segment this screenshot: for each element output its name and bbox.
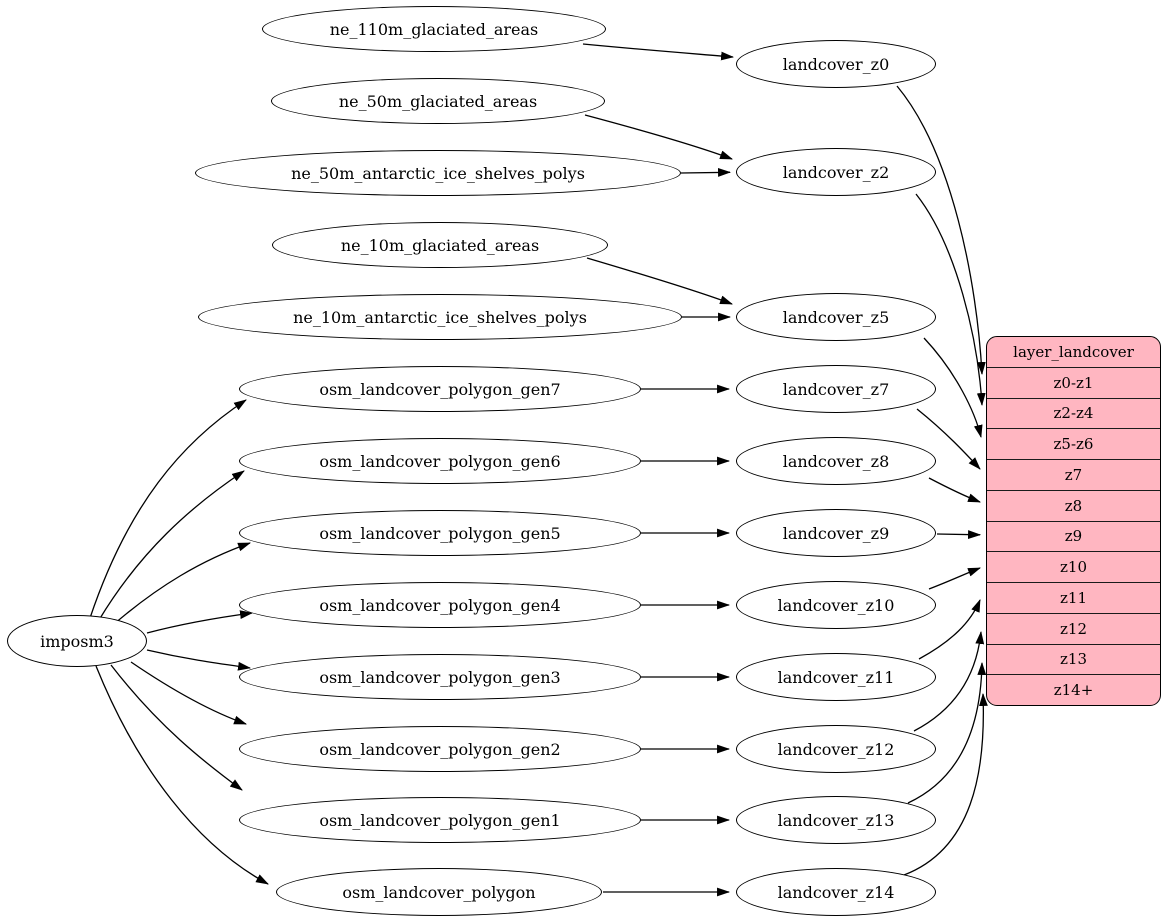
- edge-ne110m-z0: [582, 43, 735, 61]
- node-label: osm_landcover_polygon_gen4: [319, 595, 561, 615]
- node-osm-landcover-polygon-gen4: osm_landcover_polygon_gen4: [239, 582, 641, 628]
- node-landcover-z12: landcover_z12: [736, 725, 936, 773]
- node-imposm3: imposm3: [7, 615, 147, 667]
- node-label: ne_50m_antarctic_ice_shelves_polys: [291, 163, 585, 183]
- layer-table-row-z12: z12: [987, 612, 1160, 644]
- layer-table-header: layer_landcover: [1013, 342, 1134, 361]
- edge-z11-row: [918, 599, 981, 660]
- node-osm-landcover-polygon-gen5: osm_landcover_polygon_gen5: [239, 510, 641, 556]
- layer-table-row-z2-z4: z2-z4: [987, 397, 1160, 429]
- node-landcover-z10: landcover_z10: [736, 581, 936, 629]
- layer-table-row-z5-z6: z5-z6: [987, 428, 1160, 459]
- node-osm-landcover-polygon-gen6: osm_landcover_polygon_gen6: [239, 438, 641, 484]
- node-ne-50m-glaciated-areas: ne_50m_glaciated_areas: [271, 78, 605, 124]
- edge-z13-row: [907, 661, 987, 804]
- node-osm-landcover-polygon-gen2: osm_landcover_polygon_gen2: [239, 726, 641, 772]
- node-label: landcover_z2: [782, 162, 890, 182]
- edge-z5-row: [923, 337, 983, 439]
- node-label: landcover_z5: [782, 307, 890, 327]
- layer-table-row-z10: z10: [987, 551, 1160, 582]
- edge-ne10m-glac-z5: [586, 257, 733, 305]
- edge-z12-row: [913, 630, 985, 732]
- node-label: ne_10m_glaciated_areas: [340, 235, 540, 255]
- node-osm-landcover-polygon-gen1: osm_landcover_polygon_gen1: [239, 797, 641, 843]
- layer-table-row-z7: z7: [987, 459, 1160, 490]
- node-label: ne_10m_antarctic_ice_shelves_polys: [293, 307, 587, 327]
- layer-table-row-z14plus: z14+: [987, 674, 1160, 705]
- edge-imposm3-gen3: [146, 649, 252, 671]
- edge-imposm3-gen1: [110, 664, 243, 791]
- node-label: landcover_z0: [782, 54, 890, 74]
- node-label: ne_110m_glaciated_areas: [329, 19, 539, 39]
- node-landcover-z9: landcover_z9: [736, 509, 936, 557]
- node-label: osm_landcover_polygon_gen2: [319, 739, 561, 759]
- layer-table-row-z9: z9: [987, 520, 1160, 552]
- node-osm-landcover-polygon: osm_landcover_polygon: [276, 868, 602, 916]
- node-ne-110m-glaciated-areas: ne_110m_glaciated_areas: [262, 6, 606, 52]
- edge-z2-row: [915, 193, 986, 407]
- node-label: landcover_z8: [782, 451, 890, 471]
- edge-z0-row: [896, 85, 986, 376]
- node-label: landcover_z10: [777, 595, 895, 615]
- edge-ne50m-glac-z2: [584, 114, 733, 160]
- edge-z14-row: [903, 692, 988, 876]
- layer-table-row-z0-z1: z0-z1: [987, 366, 1160, 398]
- edge-ne50m-ant-z2: [680, 168, 732, 177]
- node-label: landcover_z9: [782, 523, 890, 543]
- edge-z9-row: [936, 530, 982, 539]
- edge-imposm3-gen4: [146, 610, 254, 634]
- node-label: landcover_z7: [782, 379, 890, 399]
- node-label: osm_landcover_polygon_gen6: [319, 451, 561, 471]
- layer-table-row-z13: z13: [987, 643, 1160, 675]
- node-osm-landcover-polygon-gen3: osm_landcover_polygon_gen3: [239, 654, 641, 700]
- edge-imposm3-gen7: [89, 399, 247, 619]
- node-ne-10m-antarctic-ice-shelves-polys: ne_10m_antarctic_ice_shelves_polys: [198, 294, 682, 340]
- edge-z8-row: [928, 477, 981, 503]
- node-landcover-z11: landcover_z11: [736, 653, 936, 701]
- layer-landcover-table: layer_landcover z0-z1 z2-z4 z5-z6 z7 z8 …: [986, 336, 1161, 706]
- node-label: landcover_z14: [777, 882, 895, 902]
- node-label: osm_landcover_polygon_gen1: [319, 810, 561, 830]
- edge-imposm3-polygon: [95, 665, 269, 885]
- node-ne-50m-antarctic-ice-shelves-polys: ne_50m_antarctic_ice_shelves_polys: [195, 150, 681, 196]
- node-landcover-z13: landcover_z13: [736, 796, 936, 844]
- node-label: landcover_z11: [777, 667, 895, 687]
- node-landcover-z5: landcover_z5: [736, 293, 936, 341]
- node-osm-landcover-polygon-gen7: osm_landcover_polygon_gen7: [239, 366, 641, 412]
- node-label: osm_landcover_polygon_gen7: [319, 379, 561, 399]
- node-label: osm_landcover_polygon: [342, 882, 536, 902]
- node-landcover-z8: landcover_z8: [736, 437, 936, 485]
- edge-z7-row: [916, 408, 981, 470]
- node-label: osm_landcover_polygon_gen3: [319, 667, 561, 687]
- edge-imposm3-gen2: [130, 661, 247, 725]
- node-landcover-z2: landcover_z2: [736, 148, 936, 196]
- node-label: osm_landcover_polygon_gen5: [319, 523, 561, 543]
- layer-table-row-z11: z11: [987, 582, 1160, 613]
- node-label: ne_50m_glaciated_areas: [338, 91, 538, 111]
- node-imposm3-label: imposm3: [40, 631, 114, 651]
- node-ne-10m-glaciated-areas: ne_10m_glaciated_areas: [272, 222, 608, 268]
- layer-table-row-z8: z8: [987, 489, 1160, 521]
- node-landcover-z0: landcover_z0: [736, 40, 936, 88]
- node-label: landcover_z12: [777, 739, 895, 759]
- edge-z10-row: [928, 567, 981, 590]
- edge-imposm3-gen5: [112, 542, 251, 626]
- edge-imposm3-gen6: [98, 470, 245, 621]
- node-label: landcover_z13: [777, 810, 895, 830]
- node-landcover-z14: landcover_z14: [736, 868, 936, 916]
- node-landcover-z7: landcover_z7: [736, 365, 936, 413]
